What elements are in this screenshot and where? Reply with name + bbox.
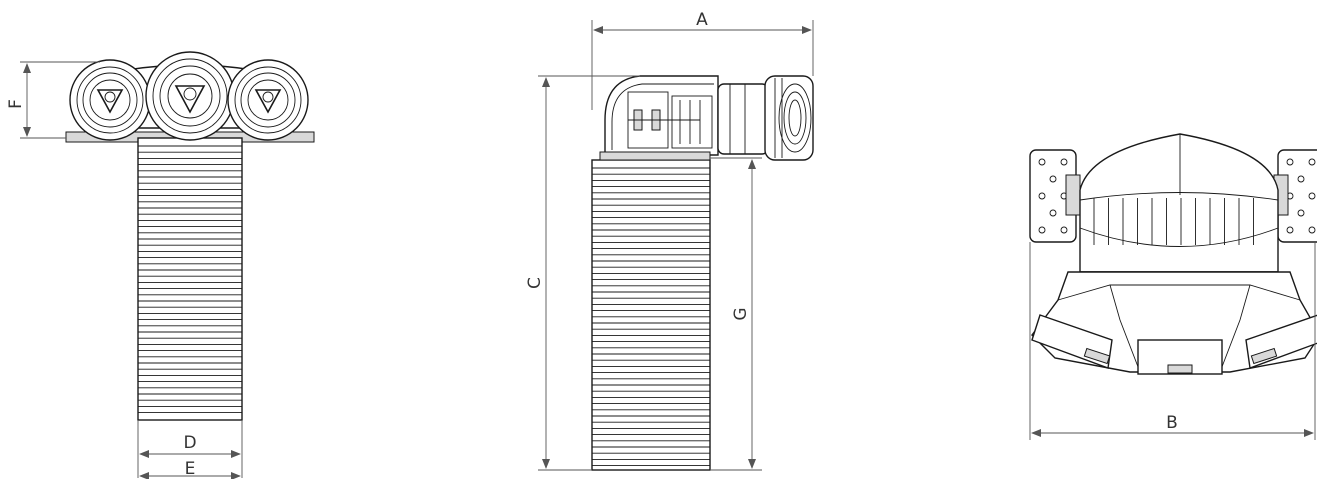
front-hose-ribs	[138, 145, 242, 414]
dim-b-label: B	[1166, 413, 1178, 433]
dim-f-label: F	[6, 99, 26, 109]
dim-c-label: C	[525, 277, 545, 289]
front-port-right	[227, 59, 309, 141]
side-view: A C G	[525, 10, 814, 471]
side-base-plate	[599, 151, 711, 161]
front-hose	[137, 137, 243, 421]
top-clamp-left	[1065, 174, 1081, 216]
top-view: B	[1029, 133, 1317, 440]
dim-e-label: E	[185, 459, 196, 479]
front-port-center	[145, 51, 235, 141]
top-dome-slats	[1093, 198, 1254, 245]
front-port-left	[69, 59, 151, 141]
side-elbow	[604, 75, 719, 156]
side-spigot	[717, 83, 769, 155]
side-hose-ribs	[592, 167, 710, 467]
front-view: F D E	[6, 51, 315, 479]
side-hose	[591, 159, 711, 471]
dim-g-label: G	[731, 307, 751, 320]
dim-a-label: A	[696, 10, 708, 30]
top-dome	[1079, 133, 1279, 273]
dim-d-label: D	[183, 433, 196, 453]
